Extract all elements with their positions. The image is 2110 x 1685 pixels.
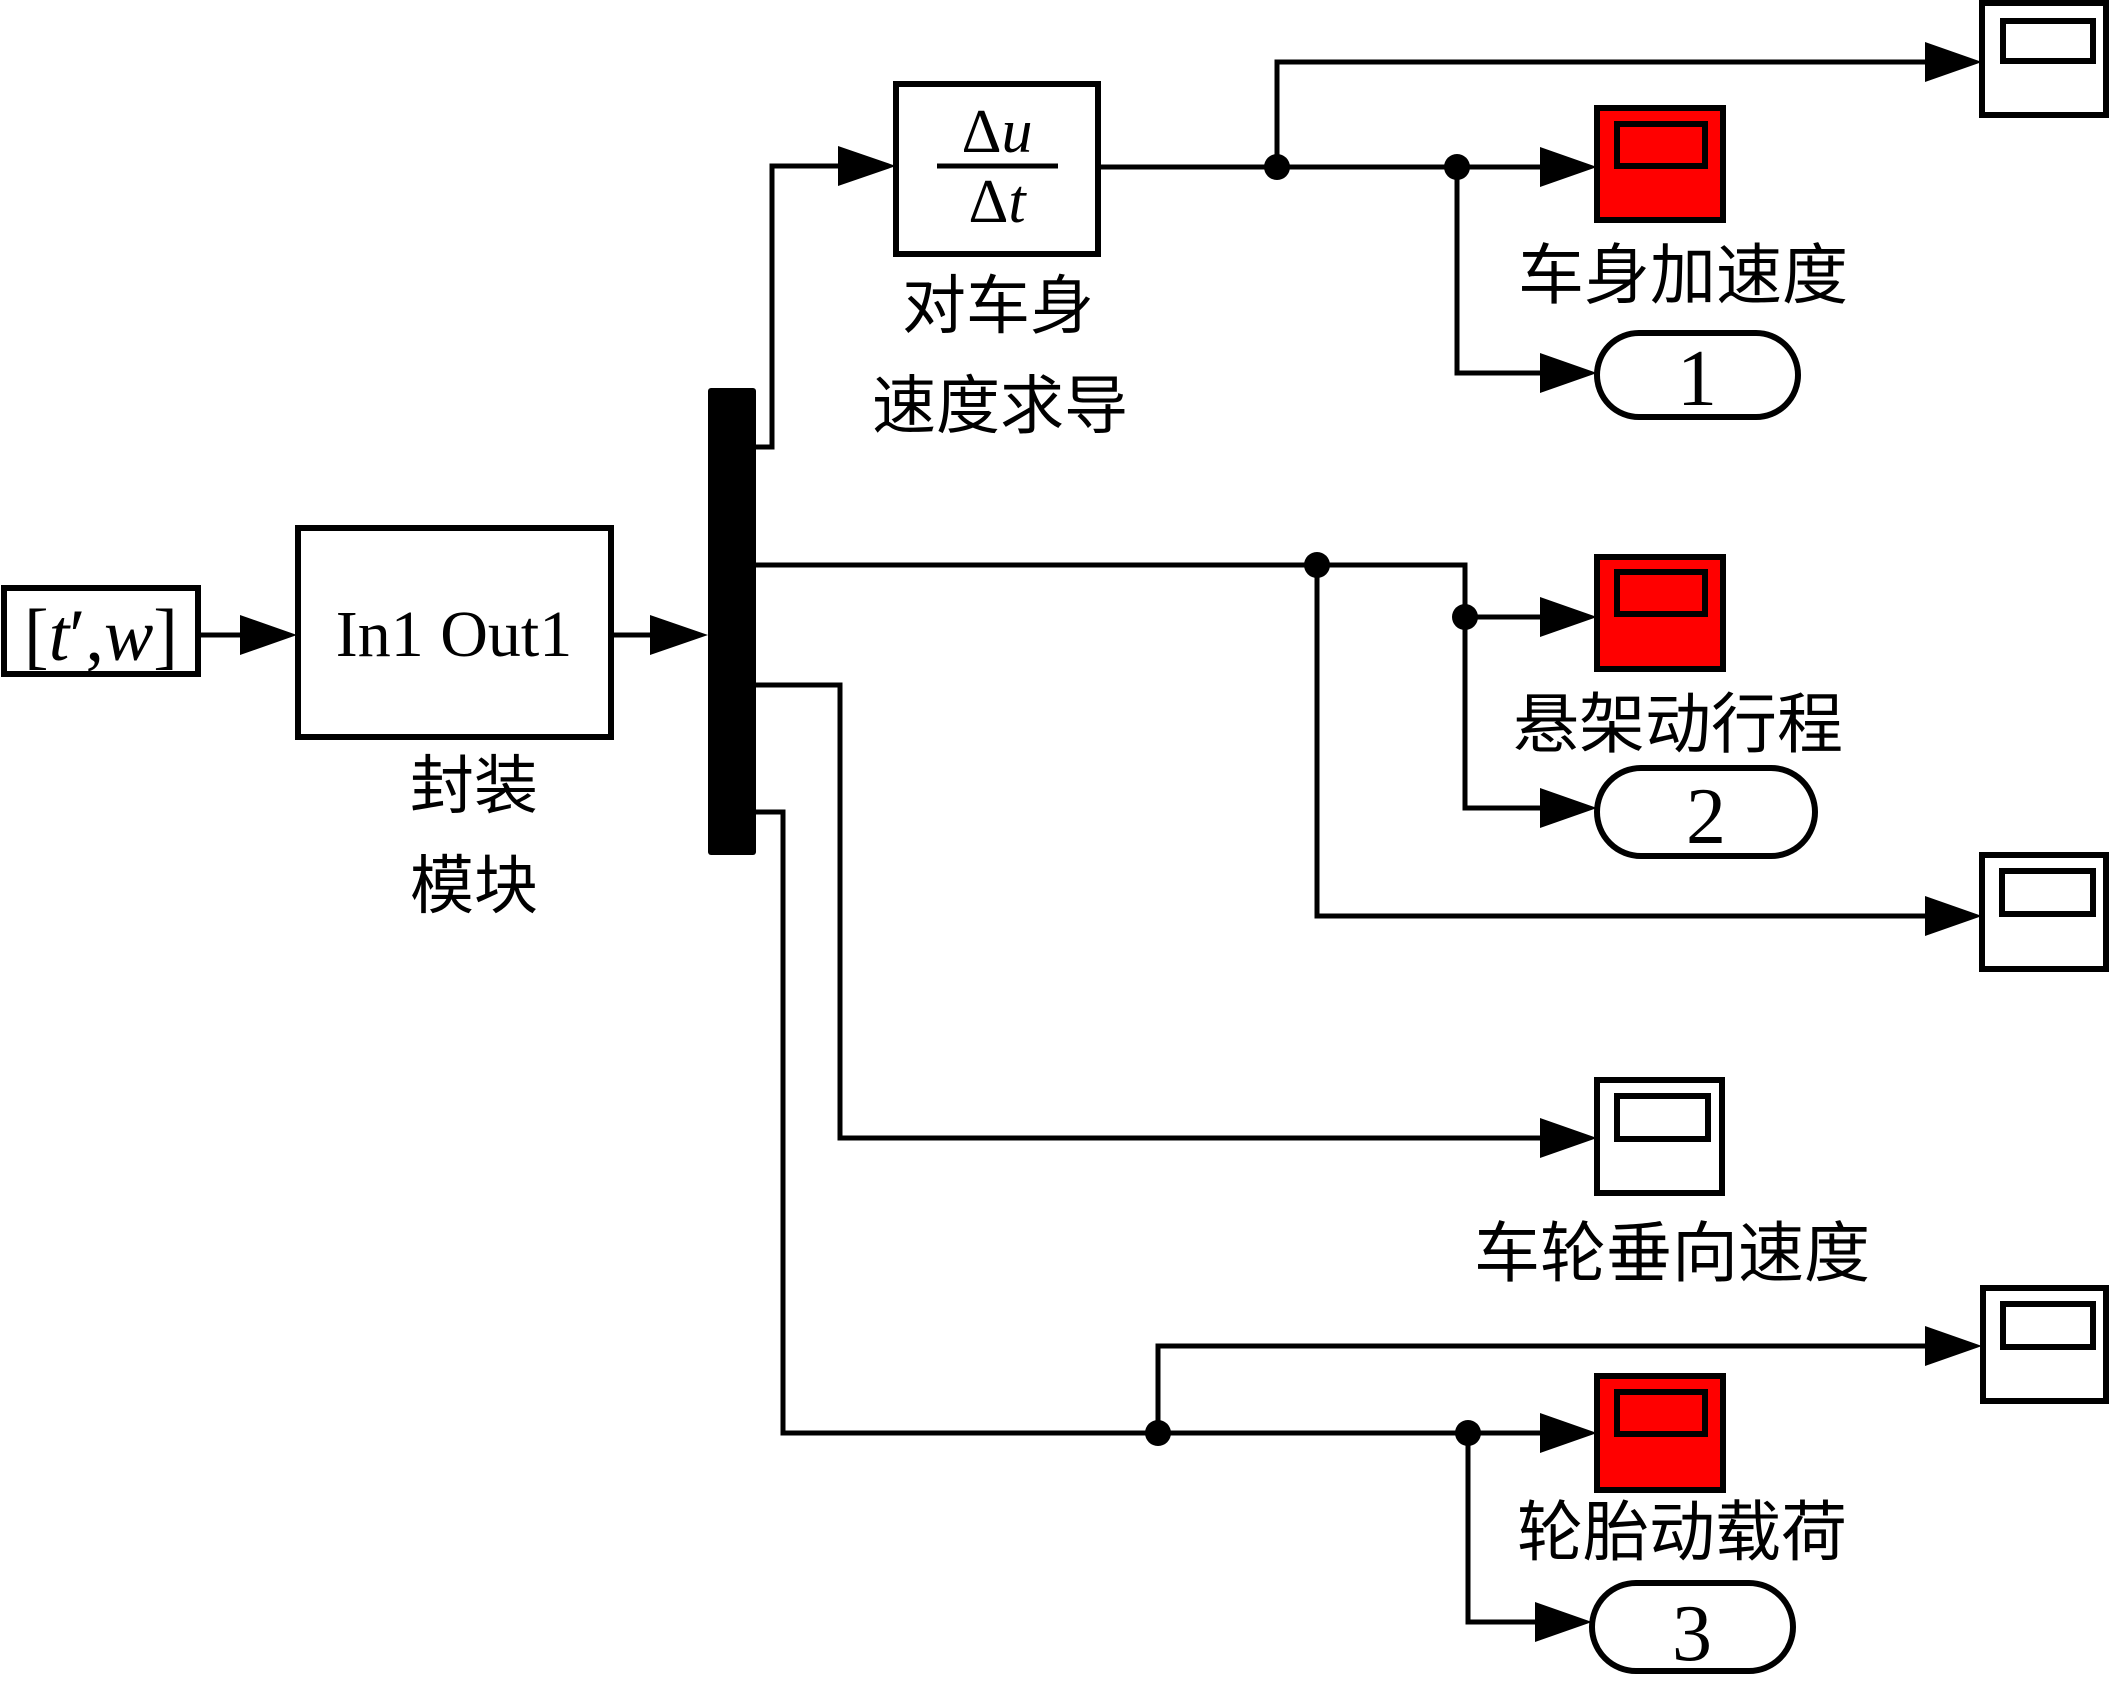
arrowhead-icon [1925, 1326, 1982, 1366]
scope-screen-icon [2000, 1301, 2096, 1350]
subsystem-caption-line1: 封装 [410, 750, 538, 824]
input-signal-block[interactable]: [t′,w] [1, 585, 201, 677]
outport-2-number: 2 [1686, 773, 1726, 861]
arrowhead-icon [838, 146, 896, 186]
scope-body-accel-plain[interactable] [1979, 0, 2109, 118]
junction-dot [1264, 154, 1290, 180]
wire-demux-out3 [753, 682, 1597, 1158]
label-body-accel: 车身加速度 [1518, 237, 1848, 314]
subsystem-block[interactable]: In1 Out1 [295, 525, 614, 740]
outport-3-number: 3 [1672, 1590, 1712, 1678]
arrowhead-icon [1540, 1413, 1597, 1453]
scope-tire-load-red[interactable] [1594, 1373, 1726, 1493]
scope-screen-icon [1614, 1093, 1711, 1142]
derivative-block[interactable]: Δu Δt [893, 81, 1101, 257]
arrowhead-icon [1540, 147, 1597, 187]
derivative-numerator: Δu [962, 98, 1033, 166]
label-wheel-velocity: 车轮垂向速度 [1474, 1215, 1870, 1292]
demux-block[interactable] [708, 388, 756, 855]
scope-suspension-red[interactable] [1594, 554, 1726, 672]
subsystem-caption-line2: 模块 [410, 850, 538, 924]
wire-input-to-subsystem [195, 615, 297, 655]
wire-demux-out4 [753, 809, 1982, 1642]
outport-2[interactable]: 2 [1594, 765, 1818, 861]
arrowhead-icon [1540, 597, 1597, 637]
arrowhead-icon [240, 615, 297, 655]
derivative-denominator: Δt [968, 168, 1027, 236]
arrowhead-icon [650, 615, 708, 655]
input-signal-label: [t′,w] [24, 595, 178, 677]
label-suspension-travel: 悬架动行程 [1513, 686, 1843, 763]
scope-body-accel-red[interactable] [1594, 105, 1726, 223]
junction-dot [1455, 1420, 1481, 1446]
outport-3[interactable]: 3 [1589, 1580, 1796, 1678]
wire-derivative-output [1095, 42, 1982, 393]
scope-screen-icon [1614, 569, 1708, 617]
label-tire-load: 轮胎动载荷 [1517, 1494, 1847, 1571]
arrowhead-icon [1540, 788, 1597, 828]
subsystem-port-text: In1 Out1 [336, 598, 572, 671]
arrowhead-icon [1540, 353, 1597, 393]
junction-dot [1452, 604, 1478, 630]
scope-tire-load-plain[interactable] [1980, 1285, 2109, 1404]
arrowhead-icon [1925, 896, 1982, 936]
arrowhead-icon [1540, 1118, 1597, 1158]
wire-demux-out1-to-derivative [753, 146, 896, 450]
scope-screen-icon [1614, 121, 1708, 169]
derivative-caption-line2: 速度求导 [872, 370, 1128, 444]
scope-screen-icon [2000, 18, 2096, 64]
scope-screen-icon [1999, 868, 2096, 917]
wire-subsystem-to-demux [608, 615, 708, 655]
scope-wheel-velocity[interactable] [1594, 1077, 1725, 1196]
arrowhead-icon [1925, 42, 1982, 82]
junction-dot [1444, 154, 1470, 180]
junction-dot [1145, 1420, 1171, 1446]
junction-dot [1304, 552, 1330, 578]
scope-suspension-plain[interactable] [1979, 852, 2109, 972]
scope-screen-icon [1614, 1389, 1708, 1437]
arrowhead-icon [1535, 1602, 1592, 1642]
outport-1-number: 1 [1677, 335, 1717, 423]
wire-demux-out2 [753, 552, 1982, 936]
outport-1[interactable]: 1 [1594, 330, 1801, 423]
derivative-caption-line1: 对车身 [902, 270, 1094, 344]
